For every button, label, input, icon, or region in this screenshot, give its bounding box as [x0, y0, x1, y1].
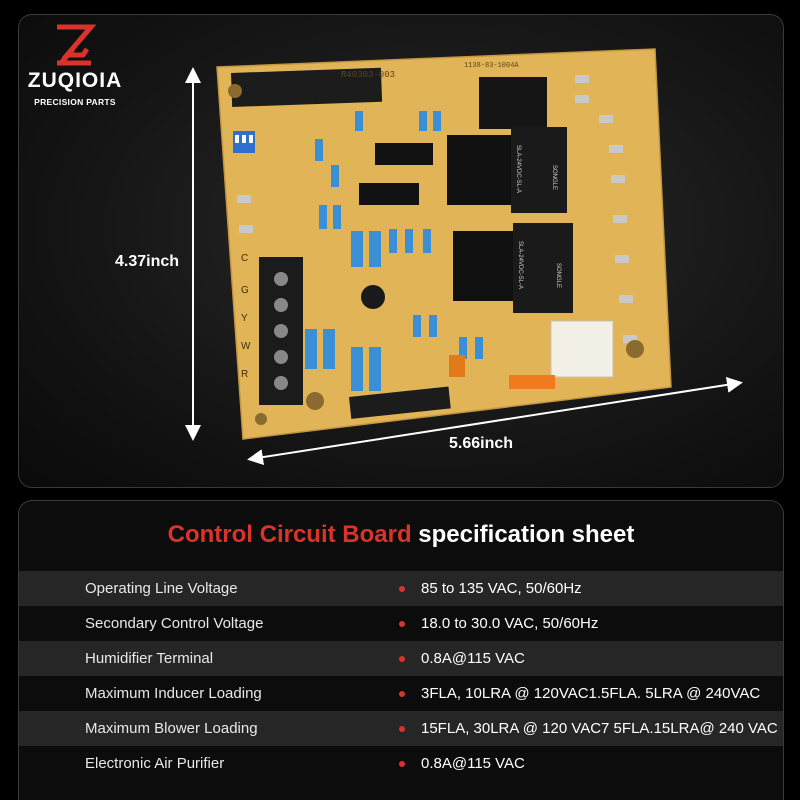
- terminal-block: [259, 257, 303, 405]
- svg-text:R: R: [241, 369, 248, 380]
- bullet-dot-icon: [399, 585, 405, 592]
- spec-label: Maximum Blower Loading: [85, 720, 258, 737]
- pcb-black-strip: [349, 386, 451, 419]
- brand-name: ZUQIOIA: [27, 69, 123, 92]
- spade-terminals: [237, 75, 637, 343]
- spec-title-accent: Control Circuit Board: [167, 521, 412, 548]
- spec-row: Maximum Inducer Loading 3FLA, 10LRA @ 12…: [19, 676, 783, 711]
- mounting-hole: [255, 413, 267, 425]
- bullet-dot-icon: [399, 690, 405, 697]
- terminal-letters: C G Y W R: [241, 253, 251, 380]
- mounting-hole: [306, 392, 324, 410]
- spec-value: 85 to 135 VAC, 50/60Hz: [421, 580, 582, 597]
- relay-bottom: SLA-24VDC-SL-A SONGLE: [453, 223, 573, 313]
- spec-value: 0.8A@115 VAC: [421, 755, 525, 772]
- product-panel: ZUQIOIA PRECISION PARTS R40303-003 1138-…: [18, 14, 784, 488]
- spec-sheet-title: Control Circuit Board specification shee…: [19, 521, 783, 549]
- capacitor: [361, 285, 385, 309]
- fuse: [509, 375, 555, 389]
- spec-label: Electronic Air Purifier: [85, 755, 225, 772]
- svg-text:C: C: [241, 253, 248, 264]
- svg-text:SLA-24VDC-SL-A: SLA-24VDC-SL-A: [517, 241, 523, 289]
- spec-value: 18.0 to 30.0 VAC, 50/60Hz: [421, 615, 599, 632]
- spec-sheet-panel: Control Circuit Board specification shee…: [18, 500, 784, 800]
- spec-value: 0.8A@115 VAC: [421, 650, 525, 667]
- capacitor-yellow: [449, 355, 465, 377]
- spec-row: Electronic Air Purifier 0.8A@115 VAC: [19, 746, 783, 781]
- svg-text:SONGLE: SONGLE: [551, 165, 557, 190]
- width-dimension-label: 5.66inch: [449, 435, 514, 452]
- bullet-dot-icon: [399, 760, 405, 767]
- resistor-group: [305, 111, 483, 391]
- ic-chip: [375, 143, 433, 165]
- spec-value: 15FLA, 30LRA @ 120 VAC7 5FLA.15LRA@ 240 …: [421, 720, 778, 737]
- relay-small: [479, 77, 547, 129]
- spec-row: Humidifier Terminal 0.8A@115 VAC: [19, 641, 783, 676]
- logo-mark-icon: [57, 24, 97, 66]
- spec-title-rest: specification sheet: [418, 521, 635, 548]
- spec-row: Secondary Control Voltage 18.0 to 30.0 V…: [19, 606, 783, 641]
- svg-text:SLA-24VDC-SL-A: SLA-24VDC-SL-A: [515, 145, 521, 193]
- svg-text:Y: Y: [241, 313, 248, 324]
- white-connector: [550, 320, 614, 378]
- pcb-black-strip: [231, 67, 383, 107]
- spec-label: Maximum Inducer Loading: [85, 685, 262, 702]
- brand-tagline: PRECISION PARTS: [34, 97, 116, 107]
- mounting-hole: [228, 84, 242, 98]
- mounting-hole: [626, 340, 644, 358]
- board-part-code: 1138-83-1004A: [464, 62, 519, 70]
- relay-top: SLA-24VDC-SL-A SONGLE: [447, 127, 567, 213]
- bullet-dot-icon: [399, 620, 405, 627]
- spec-rows: Operating Line Voltage 85 to 135 VAC, 50…: [19, 571, 783, 781]
- svg-text:W: W: [241, 341, 251, 352]
- spec-row: Operating Line Voltage 85 to 135 VAC, 50…: [19, 571, 783, 606]
- bullet-dot-icon: [399, 655, 405, 662]
- ic-chip: [359, 183, 419, 205]
- bullet-dot-icon: [399, 725, 405, 732]
- svg-text:SONGLE: SONGLE: [555, 263, 561, 288]
- circuit-board-illustration: R40303-003 1138-83-1004A SLA-24VDC-SL-A …: [185, 48, 743, 466]
- svg-text:G: G: [241, 285, 249, 296]
- spec-label: Humidifier Terminal: [85, 650, 214, 667]
- spec-label: Secondary Control Voltage: [85, 615, 264, 632]
- board-part-number: R40303-003: [341, 70, 395, 80]
- width-arrow: [247, 376, 743, 466]
- spec-row: Maximum Blower Loading 15FLA, 30LRA @ 12…: [19, 711, 783, 746]
- spec-label: Operating Line Voltage: [85, 580, 238, 597]
- height-dimension-label: 4.37inch: [115, 253, 180, 270]
- spec-value: 3FLA, 10LRA @ 120VAC1.5FLA. 5LRA @ 240VA…: [421, 685, 761, 702]
- brand-logo: ZUQIOIA PRECISION PARTS: [25, 23, 125, 107]
